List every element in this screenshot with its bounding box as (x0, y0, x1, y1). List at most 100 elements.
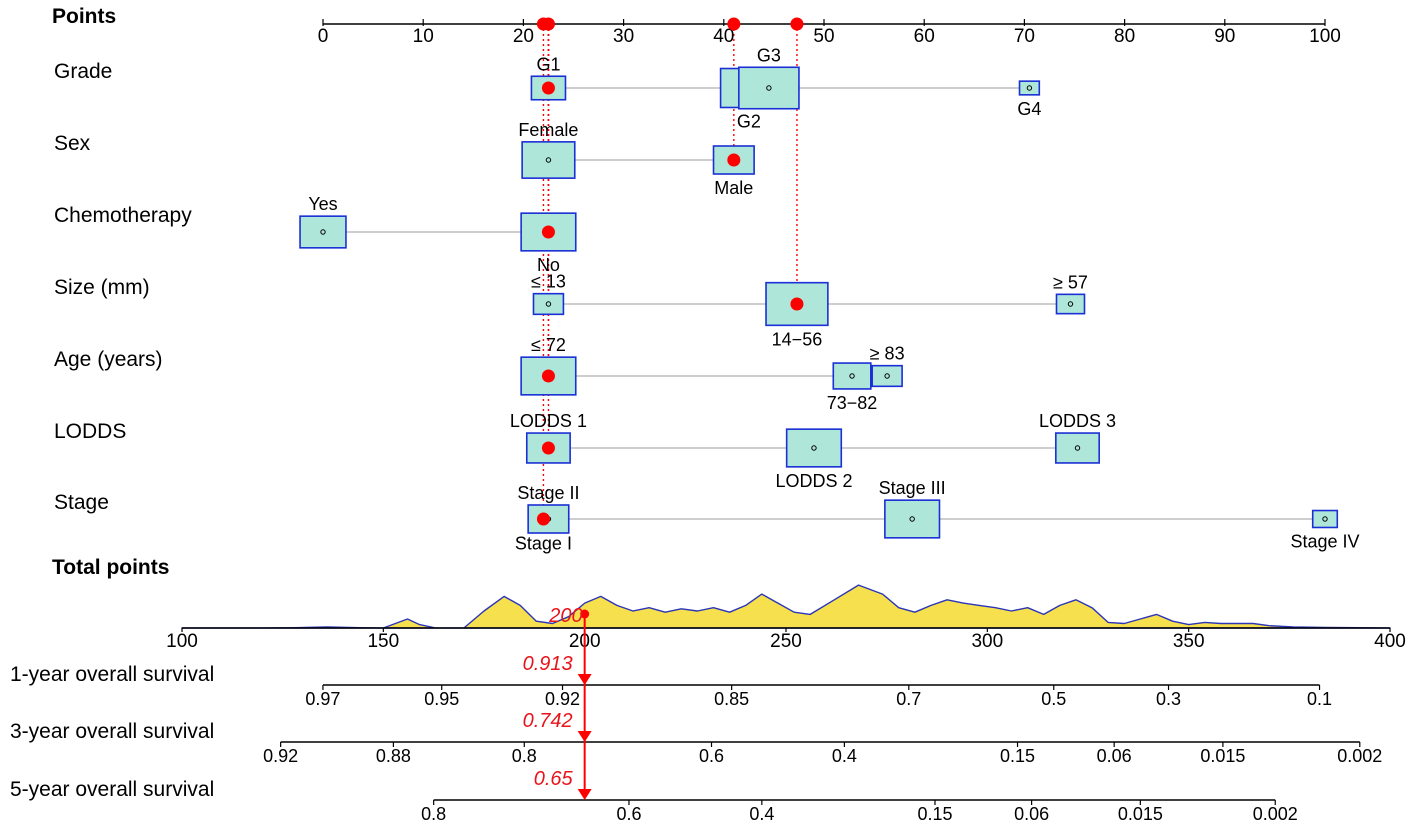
level-center-dot (320, 229, 326, 235)
level-center-dot (766, 85, 772, 91)
survival-arrowhead (577, 674, 592, 685)
level-label: 73−82 (827, 393, 878, 413)
survival-axis-label: 3-year overall survival (10, 720, 214, 743)
selected-total-dot (580, 609, 590, 619)
level-label: LODDS 2 (775, 471, 852, 491)
survival-axis-tick-label: 0.92 (263, 746, 298, 766)
points-axis-tick-label: 60 (914, 26, 935, 47)
survival-selected-label: 0.742 (523, 710, 573, 732)
selected-level-dot (541, 81, 555, 95)
total-points-tick-label: 300 (971, 631, 1003, 652)
selected-level-dot (536, 512, 550, 526)
survival-axis-tick-label: 0.4 (749, 804, 774, 824)
level-label: Yes (308, 194, 337, 214)
level-box (299, 215, 347, 249)
level-center-dot (545, 301, 552, 307)
survival-axis-tick-label: 0.88 (376, 746, 411, 766)
survival-axes: 1-year overall survival 0.97 0.95 0.92 0.85 0… (10, 663, 1382, 824)
level-box (1055, 293, 1086, 315)
survival-axis-tick-label: 0.15 (917, 804, 952, 824)
survival-axis: 5-year overall survival 0.8 0.6 0.4 0.15 0.06… (10, 778, 1298, 824)
selected-level-dot (541, 441, 555, 455)
selected-level-dot (727, 153, 741, 167)
level-center-dot (545, 157, 552, 163)
level-label: Male (714, 178, 753, 198)
survival-arrowhead (577, 731, 592, 742)
level-center-dot (909, 516, 915, 522)
total-points-density (181, 584, 1391, 629)
variable-label: Sex (54, 132, 91, 155)
survival-axis-tick-label: 0.6 (616, 804, 641, 824)
survival-axis-label: 5-year overall survival (10, 778, 214, 801)
total-points-tick-label: 350 (1173, 631, 1205, 652)
points-axis-tick-label: 20 (513, 26, 534, 47)
level-box (1018, 80, 1041, 96)
level-label: ≥ 83 (870, 344, 905, 364)
survival-axis-tick-label: 0.8 (512, 746, 537, 766)
level-box (884, 499, 941, 539)
level-label: G1 (536, 54, 560, 74)
points-axis-tick-label: 30 (613, 26, 634, 47)
level-label: ≥ 57 (1053, 272, 1088, 292)
selected-level-dot (541, 369, 555, 383)
total-points-tick-label: 100 (166, 631, 198, 652)
level-label: LODDS 1 (510, 411, 587, 431)
level-box (765, 281, 829, 327)
survival-axis-tick-label: 0.015 (1118, 804, 1163, 824)
survival-axis-tick-label: 0.6 (699, 746, 724, 766)
level-center-dot (1322, 516, 1328, 522)
level-label: Stage III (879, 478, 946, 498)
survival-axis-tick-label: 0.015 (1200, 746, 1245, 766)
points-axis-tick-label: 50 (813, 26, 834, 47)
level-box (738, 66, 800, 110)
survival-axis-tick-label: 0.85 (714, 689, 749, 709)
survival-axis-tick-label: 0.3 (1156, 689, 1181, 709)
points-axis-tick-label: 10 (413, 26, 434, 47)
variable-label: Chemotherapy (54, 204, 192, 227)
survival-axis-tick-label: 0.4 (832, 746, 857, 766)
survival-axis-tick-label: 0.06 (1014, 804, 1049, 824)
variable-label: LODDS (54, 420, 126, 443)
level-label: G3 (757, 45, 781, 65)
points-axis-title: Points (52, 5, 116, 28)
survival-axis-tick-label: 0.97 (305, 689, 340, 709)
level-label: 14−56 (772, 329, 823, 349)
level-center-dot (1067, 301, 1074, 307)
survival-axis-label: 1-year overall survival (10, 663, 214, 686)
variable-label: Grade (54, 60, 112, 83)
level-label: Female (518, 120, 578, 140)
points-axis-selected-dot (536, 17, 550, 31)
points-axis-tick-label: 100 (1309, 26, 1341, 47)
total-points-axis-title: Total points (52, 556, 169, 579)
variable-label: Age (years) (54, 348, 163, 371)
variable-row: Age (years) ≤ 72 73−82 ≥ 83 (54, 335, 905, 413)
points-axis-tick-label: 80 (1114, 26, 1135, 47)
level-label: Stage II (517, 483, 579, 503)
variable-label: Size (mm) (54, 276, 150, 299)
level-box (832, 362, 872, 390)
survival-selected-label: 0.913 (523, 653, 573, 675)
level-label: Stage IV (1290, 531, 1359, 551)
level-label: ≤ 72 (531, 335, 566, 355)
level-box (521, 141, 576, 179)
total-points-tick-label: 150 (367, 631, 399, 652)
level-label: No (537, 255, 560, 275)
survival-axis-tick-label: 0.95 (424, 689, 459, 709)
survival-axis-tick-label: 0.8 (421, 804, 446, 824)
level-box (1055, 432, 1100, 464)
level-label: G4 (1017, 99, 1041, 119)
level-box (785, 428, 843, 468)
level-label: G2 (737, 111, 761, 131)
variable-label: Stage (54, 491, 109, 514)
survival-axis-tick-label: 0.002 (1337, 746, 1382, 766)
level-center-dot (1026, 85, 1033, 91)
density-area (181, 584, 1391, 629)
level-center-dot (811, 445, 817, 451)
level-box (1311, 509, 1339, 529)
